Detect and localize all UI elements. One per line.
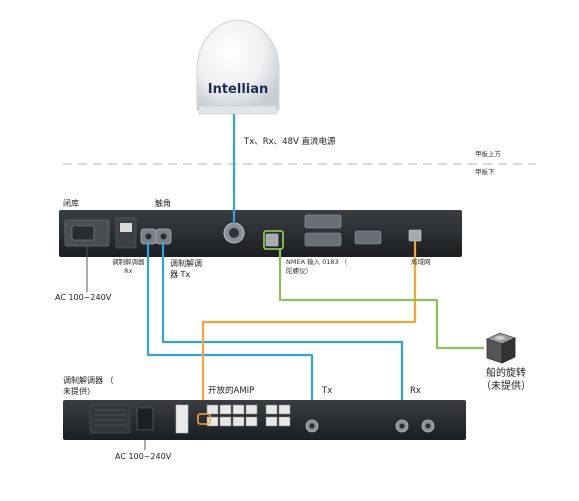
acu-chassis [59,210,462,257]
modem-power-inlet [136,407,154,431]
modem-rx-label: 调制解调器 Rx [112,258,145,275]
nmea-label: NMEA 输入 0183 （ 陀螺仪） [286,258,348,275]
above-deck-label: 甲板上方 [475,150,501,158]
cable-label: Tx、Rx、48V 直流电源 [244,137,336,147]
acu-unit [59,210,462,257]
amip-port-highlight [197,413,211,425]
amip-label: 开放的AMIP [208,386,255,396]
acu-serial-port-2 [304,232,342,247]
power-label: 闭库 [63,199,79,208]
radome: Intellian [196,19,280,115]
acu-power-switch [115,217,137,249]
tx-label: Tx [322,386,333,396]
tx-coax-blue [161,242,404,422]
radome-logo: Intellian [208,82,269,97]
modem-unit [63,400,466,440]
acu-serial-port-3 [354,230,382,245]
gyrocompass [485,332,517,364]
modem-chassis [63,400,466,440]
rx-label: Rx [410,386,421,396]
modem-ethernet-ports [206,404,291,427]
antenna-label: 触角 [155,199,171,208]
ac-top-label: AC 100~240V [55,293,112,302]
modem-box-label: 调制解调器 （ 未提供） [63,376,114,396]
lan-port-label: 局域网 [411,258,431,266]
ac-bottom-label: AC 100~240V [115,452,172,461]
nmea-port-highlight [263,230,284,250]
nmea-cable-green [278,248,484,350]
modem-label-plate [175,404,189,434]
modem-tx-label: 调制解调 器 Tx [170,259,202,279]
acu-serial-port-1 [304,214,342,229]
cables [146,114,484,422]
below-deck-label: 甲板下 [475,168,495,176]
gyro-label: 船的旋转 （未提供） [481,368,531,392]
acu-lan-port [408,229,422,242]
lan-cable-orange [201,241,417,420]
acu-nmea-port [265,233,279,247]
rx-coax-blue [146,242,314,422]
modem-fan [89,404,131,434]
